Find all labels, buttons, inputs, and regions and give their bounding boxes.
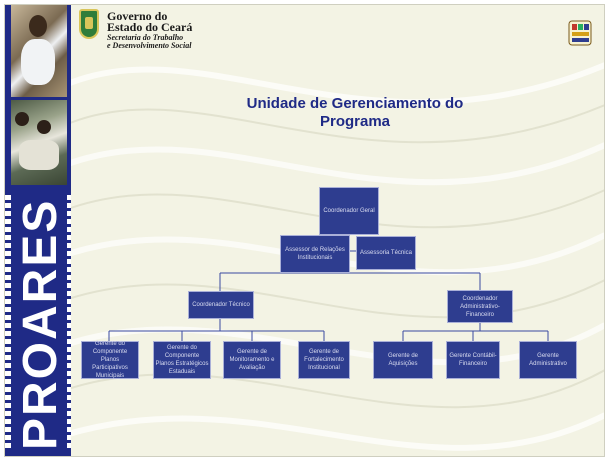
proares-vertical-label: PROARES xyxy=(14,198,67,450)
manager-accounting-finance-box: Gerente Contábil-Financeiro xyxy=(446,341,500,379)
background-swirls xyxy=(63,62,604,451)
admin-financial-coordinator-box: Coordenador Administrativo-Financeiro xyxy=(447,290,513,323)
film-strip-left xyxy=(5,195,11,451)
state-seal-icon xyxy=(79,9,99,39)
manager-procurement-box: Gerente de Aquisições xyxy=(373,341,433,379)
program-logo-icon xyxy=(568,20,592,46)
technical-advisory-box: Assessoria Técnica xyxy=(356,236,416,270)
slide: PROARES Governo do Estado do Ceará Secre… xyxy=(4,4,605,457)
manager-institutional-strengthening-box: Gerente de Fortalecimento Institucional xyxy=(298,341,350,379)
title-line-1: Unidade de Gerenciamento do xyxy=(246,95,464,112)
gov-line-2: Estado do Ceará xyxy=(107,20,193,34)
photo-workshop xyxy=(11,100,67,185)
page-title: Unidade de Gerenciamento do Programa xyxy=(205,95,505,131)
manager-state-plans-box: Gerente do Componente Planos Estratégico… xyxy=(153,341,211,379)
gov-line-3: Secretaria do Trabalho xyxy=(107,33,184,42)
institutional-relations-advisor-box: Assessor de Relações Institucionais xyxy=(280,235,350,273)
gov-line-1: Governo do xyxy=(107,9,168,23)
manager-monitoring-box: Gerente de Monitoramento e Avaliação xyxy=(223,341,281,379)
technical-coordinator-box: Coordenador Técnico xyxy=(188,291,254,319)
gov-line-4: e Desenvolvimento Social xyxy=(107,41,192,50)
title-line-2: Programa xyxy=(319,113,391,130)
general-coordinator-box: Coordenador Geral xyxy=(319,187,379,235)
manager-municipal-plans-box: Gerente do Componente Planos Participati… xyxy=(81,341,139,379)
sidebar: PROARES xyxy=(5,5,71,456)
manager-administrative-box: Gerente Administrativo xyxy=(519,341,577,379)
film-strip-right xyxy=(67,195,71,451)
photo-worker xyxy=(11,5,67,97)
